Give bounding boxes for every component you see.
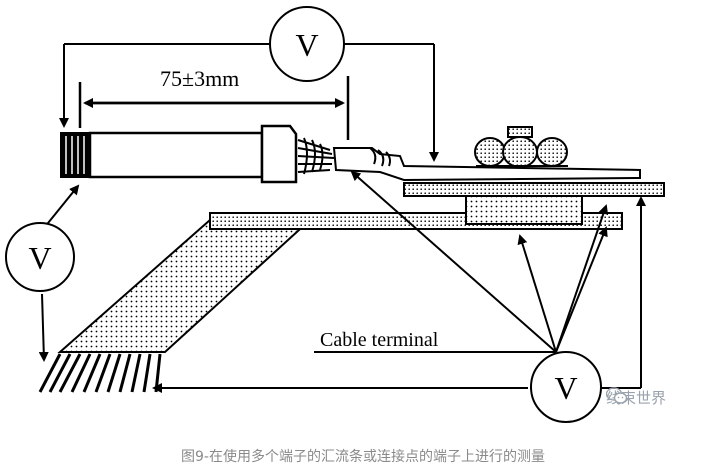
base-plate xyxy=(403,182,665,197)
top-voltmeter-leads xyxy=(59,43,439,162)
voltmeter-top-symbol: V xyxy=(295,27,318,63)
dimension-75mm xyxy=(78,76,350,140)
watermark: 线束世界 xyxy=(606,387,666,408)
contact-block xyxy=(465,195,583,225)
cap-stripes xyxy=(65,136,85,174)
terminal-tongue xyxy=(332,147,641,182)
wechat-icon xyxy=(606,387,628,404)
terminal-crimp-wings xyxy=(369,147,391,167)
crimp-barrel xyxy=(260,124,298,184)
voltmeter-top xyxy=(269,6,345,82)
cable-terminal-label: Cable terminal xyxy=(320,329,439,351)
voltmeter-bottom-symbol: V xyxy=(554,370,577,406)
left-voltmeter-leads xyxy=(38,184,80,362)
voltmeter-left xyxy=(5,222,75,292)
dimension-label: 75±3mm xyxy=(160,66,239,91)
voltmeter-left-symbol: V xyxy=(28,240,51,276)
figure-caption: 图9-在使用多个端子的汇流条或连接点的端子上进行的测量 xyxy=(181,449,545,465)
voltmeter-bottom xyxy=(530,351,602,423)
cable-insulation xyxy=(88,131,264,179)
bolt-nut xyxy=(474,126,568,168)
exposed-strands xyxy=(297,137,335,175)
cable-strands xyxy=(38,353,162,393)
flat-cable xyxy=(57,219,313,353)
cable-end-cap xyxy=(60,132,90,178)
